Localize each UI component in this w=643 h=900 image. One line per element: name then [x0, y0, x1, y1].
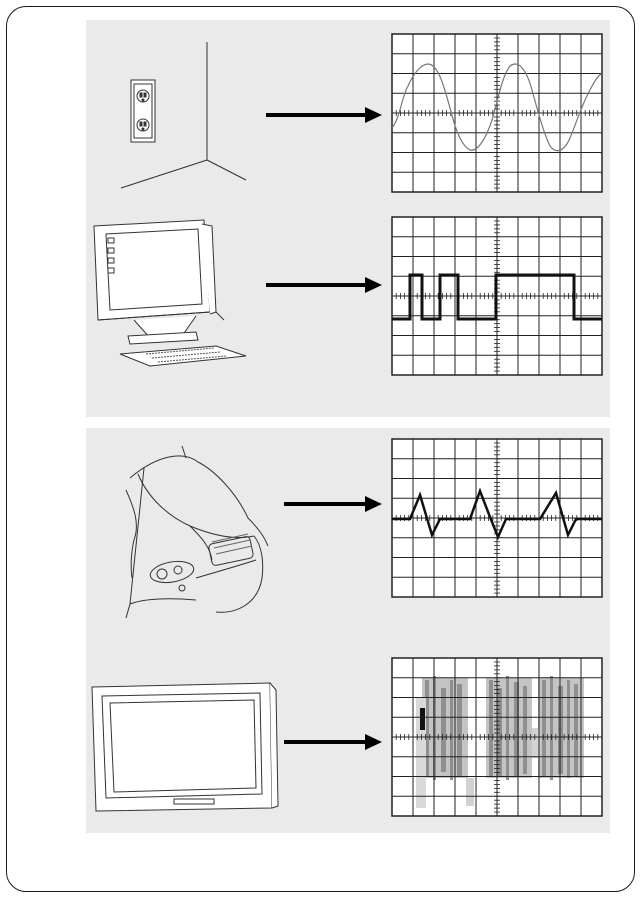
panel-lower-graphic: [86, 428, 610, 833]
oscilloscope-4: [392, 658, 602, 816]
oscilloscope-1: [392, 34, 602, 192]
oscilloscope-3: [392, 439, 602, 597]
flat-panel-tv-icon: [92, 683, 278, 811]
panel-lower: [86, 428, 610, 833]
panel-upper: [86, 20, 610, 417]
panel-upper-graphic: [86, 20, 610, 417]
oscilloscope-2: [392, 217, 602, 375]
